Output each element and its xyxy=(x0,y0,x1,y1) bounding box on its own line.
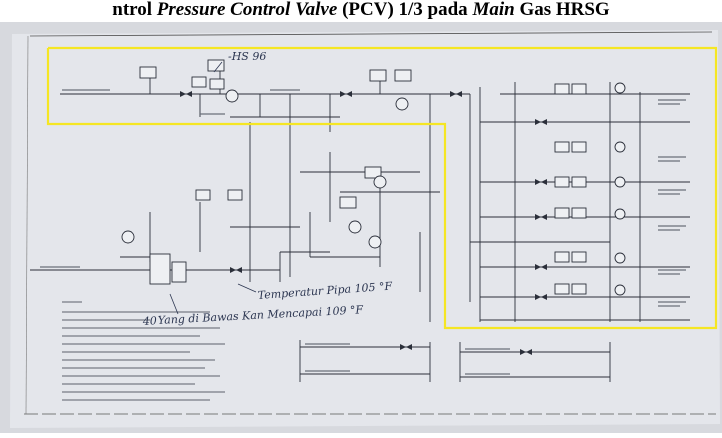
caption-prefix: ntrol xyxy=(112,0,157,20)
pid-drawing: -HS 96 Temperatur Pipa 105 °F 40 Yang di… xyxy=(0,22,722,433)
caption-pcv: Pressure Control Valve xyxy=(156,0,338,20)
valves xyxy=(180,91,547,355)
instruments xyxy=(121,59,626,296)
notes-block xyxy=(62,301,225,401)
highlight-outline xyxy=(46,46,718,330)
caption-main: Main xyxy=(472,0,515,20)
caption-middle: (PCV) 1/3 pada xyxy=(337,0,473,20)
diagram-photo: -HS 96 Temperatur Pipa 105 °F 40 Yang di… xyxy=(0,22,722,433)
annotation-tag: -HS 96 xyxy=(228,50,266,63)
small-labels xyxy=(40,89,686,375)
caption-suffix: Gas HRSG xyxy=(514,0,610,20)
annotation-prefix: 40 xyxy=(141,314,157,328)
figure-caption: ntrol Pressure Control Valve (PCV) 1/3 p… xyxy=(0,0,722,22)
